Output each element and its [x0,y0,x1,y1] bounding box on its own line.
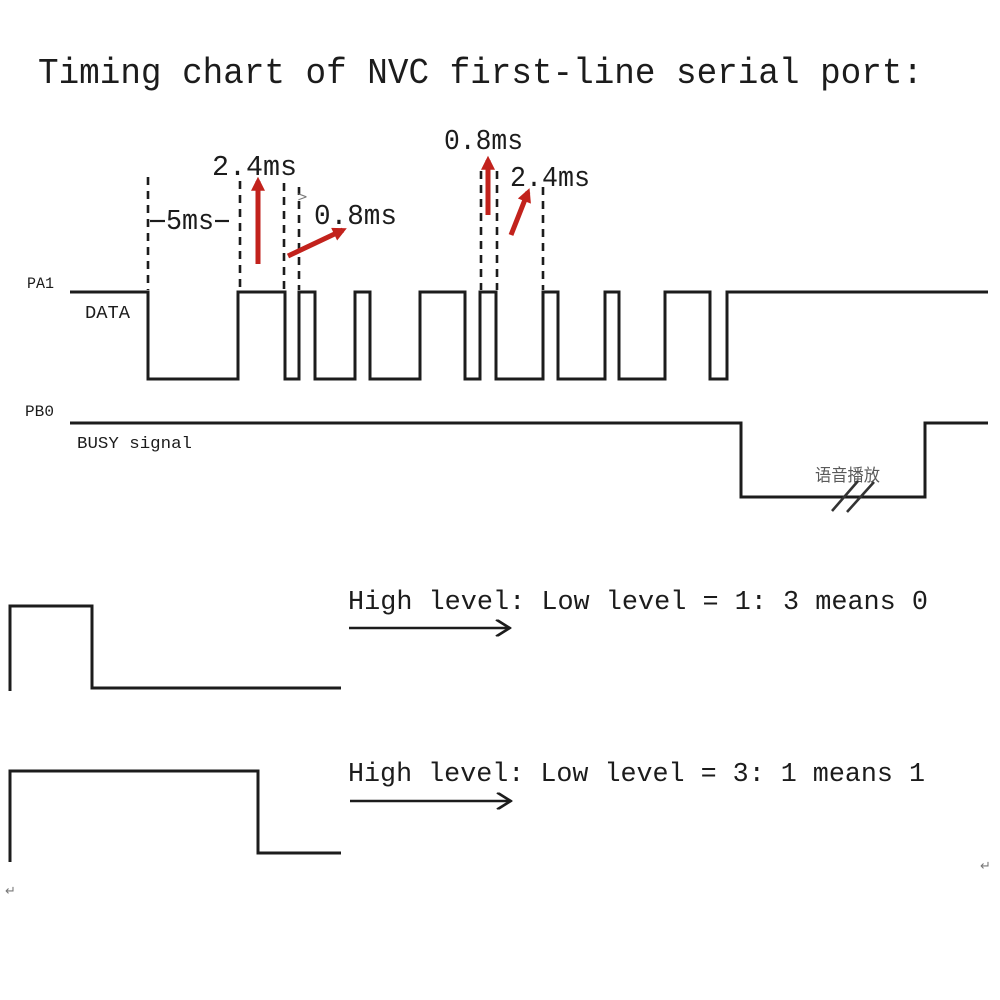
page-title: Timing chart of NVC first-line serial po… [38,53,923,94]
return-mark-artifact: ↵ [980,859,991,874]
bit0-example-waveform [8,604,341,691]
bit1-example-waveform [8,769,341,862]
busy-signal-label: BUSY signal [77,435,192,454]
label-0.8ms-second: 0.8ms [444,125,523,158]
stray-chevron-artifact: > [297,190,308,205]
time-break-mark [831,480,859,512]
red-diagonal-arrow-2.4ms [508,188,531,236]
pa1-data-label: DATA [85,304,130,324]
label-0.8ms-first: 0.8ms [314,200,397,233]
time-break-mark [846,481,875,513]
red-diagonal-arrow-0.8ms [286,227,347,259]
legend-bit0-text: High level: Low level = 1: 3 means 0 [348,588,928,618]
pb0-busy-waveform [70,421,988,499]
pa1-port-label: PA1 [27,275,54,293]
label-2.4ms-second: 2.4ms [510,162,590,195]
label-2.4ms-first: 2.4ms [212,151,297,184]
return-mark-artifact: ↵ [5,884,16,899]
pa1-data-waveform [70,290,988,381]
label-5ms: 5ms [166,205,214,238]
pb0-port-label: PB0 [25,403,54,421]
legend-bit1-text: High level: Low level = 3: 1 means 1 [348,760,925,790]
voice-playback-label: 语音播放 [815,466,880,486]
